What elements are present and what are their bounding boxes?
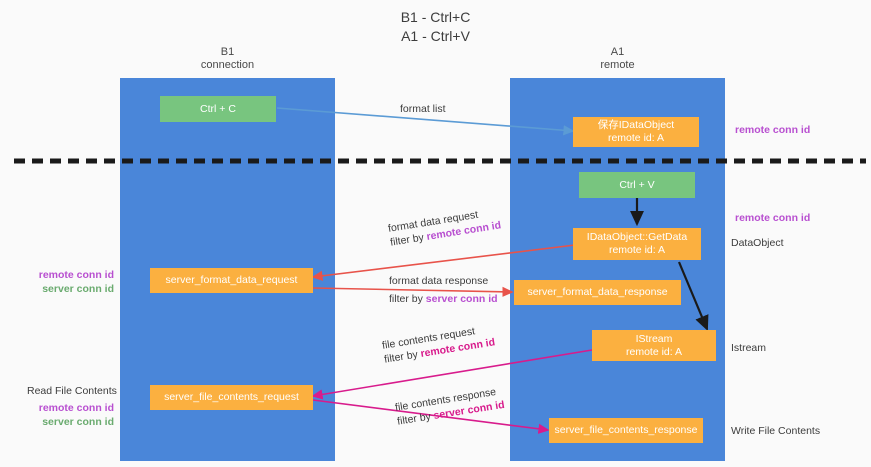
label-remote-conn-id-left-bottom: remote conn id [38,402,114,414]
node-server-format-data-response[interactable]: server_format_data_response [514,280,681,305]
label-remote-conn-id-mid: remote conn id [735,212,811,224]
node-idataobject-getdata[interactable]: IDataObject::GetData remote id: A [573,228,701,260]
label-server-conn-id-left-mid: server conn id [42,283,114,295]
edge-label-format-data-response: format data response filter by server co… [389,274,498,306]
edge-label-format-data-response-line1: format data response [389,275,489,287]
label-write-file-contents: Write File Contents [731,425,821,437]
node-server-file-contents-request[interactable]: server_file_contents_request [150,385,313,410]
label-remote-conn-id-top: remote conn id [735,124,811,136]
page-title: B1 - Ctrl+C A1 - Ctrl+V [400,9,471,44]
label-remote-conn-id-left-mid: remote conn id [38,269,114,281]
label-dataobject: DataObject [731,237,784,249]
edge-label-format-list: format list [400,103,446,115]
node-istream[interactable]: IStream remote id: A [592,330,716,361]
label-ids-bottom: remote conn id server conn id [14,401,114,429]
edge-label-format-data-request: format data request filter by remote con… [387,204,502,249]
edge-label-format-data-response-line2: filter by server conn id [389,292,498,306]
node-server-file-contents-response[interactable]: server_file_contents_response [549,418,703,443]
label-ids-mid: remote conn id server conn id [14,268,114,296]
node-server-format-data-request[interactable]: server_format_data_request [150,268,313,293]
edge-label-file-contents-response: file contents response filter by server … [394,384,506,429]
filter-by-server-conn-id: server conn id [425,293,498,305]
label-server-conn-id-left-bottom: server conn id [42,416,114,428]
edge-label-file-contents-request: file contents request filter by remote c… [381,321,496,366]
label-read-file-contents: Read File Contents [27,385,117,397]
node-save-idataobject[interactable]: 保存IDataObject remote id: A [573,117,699,147]
node-ctrl-c[interactable]: Ctrl + C [160,96,276,122]
lane-header-a1: A1 remote [600,46,635,71]
label-istream: Istream [731,342,767,354]
node-ctrl-v[interactable]: Ctrl + V [579,172,695,198]
filter-by-prefix: filter by [389,293,426,305]
lane-header-b1: B1 connection [200,46,255,71]
